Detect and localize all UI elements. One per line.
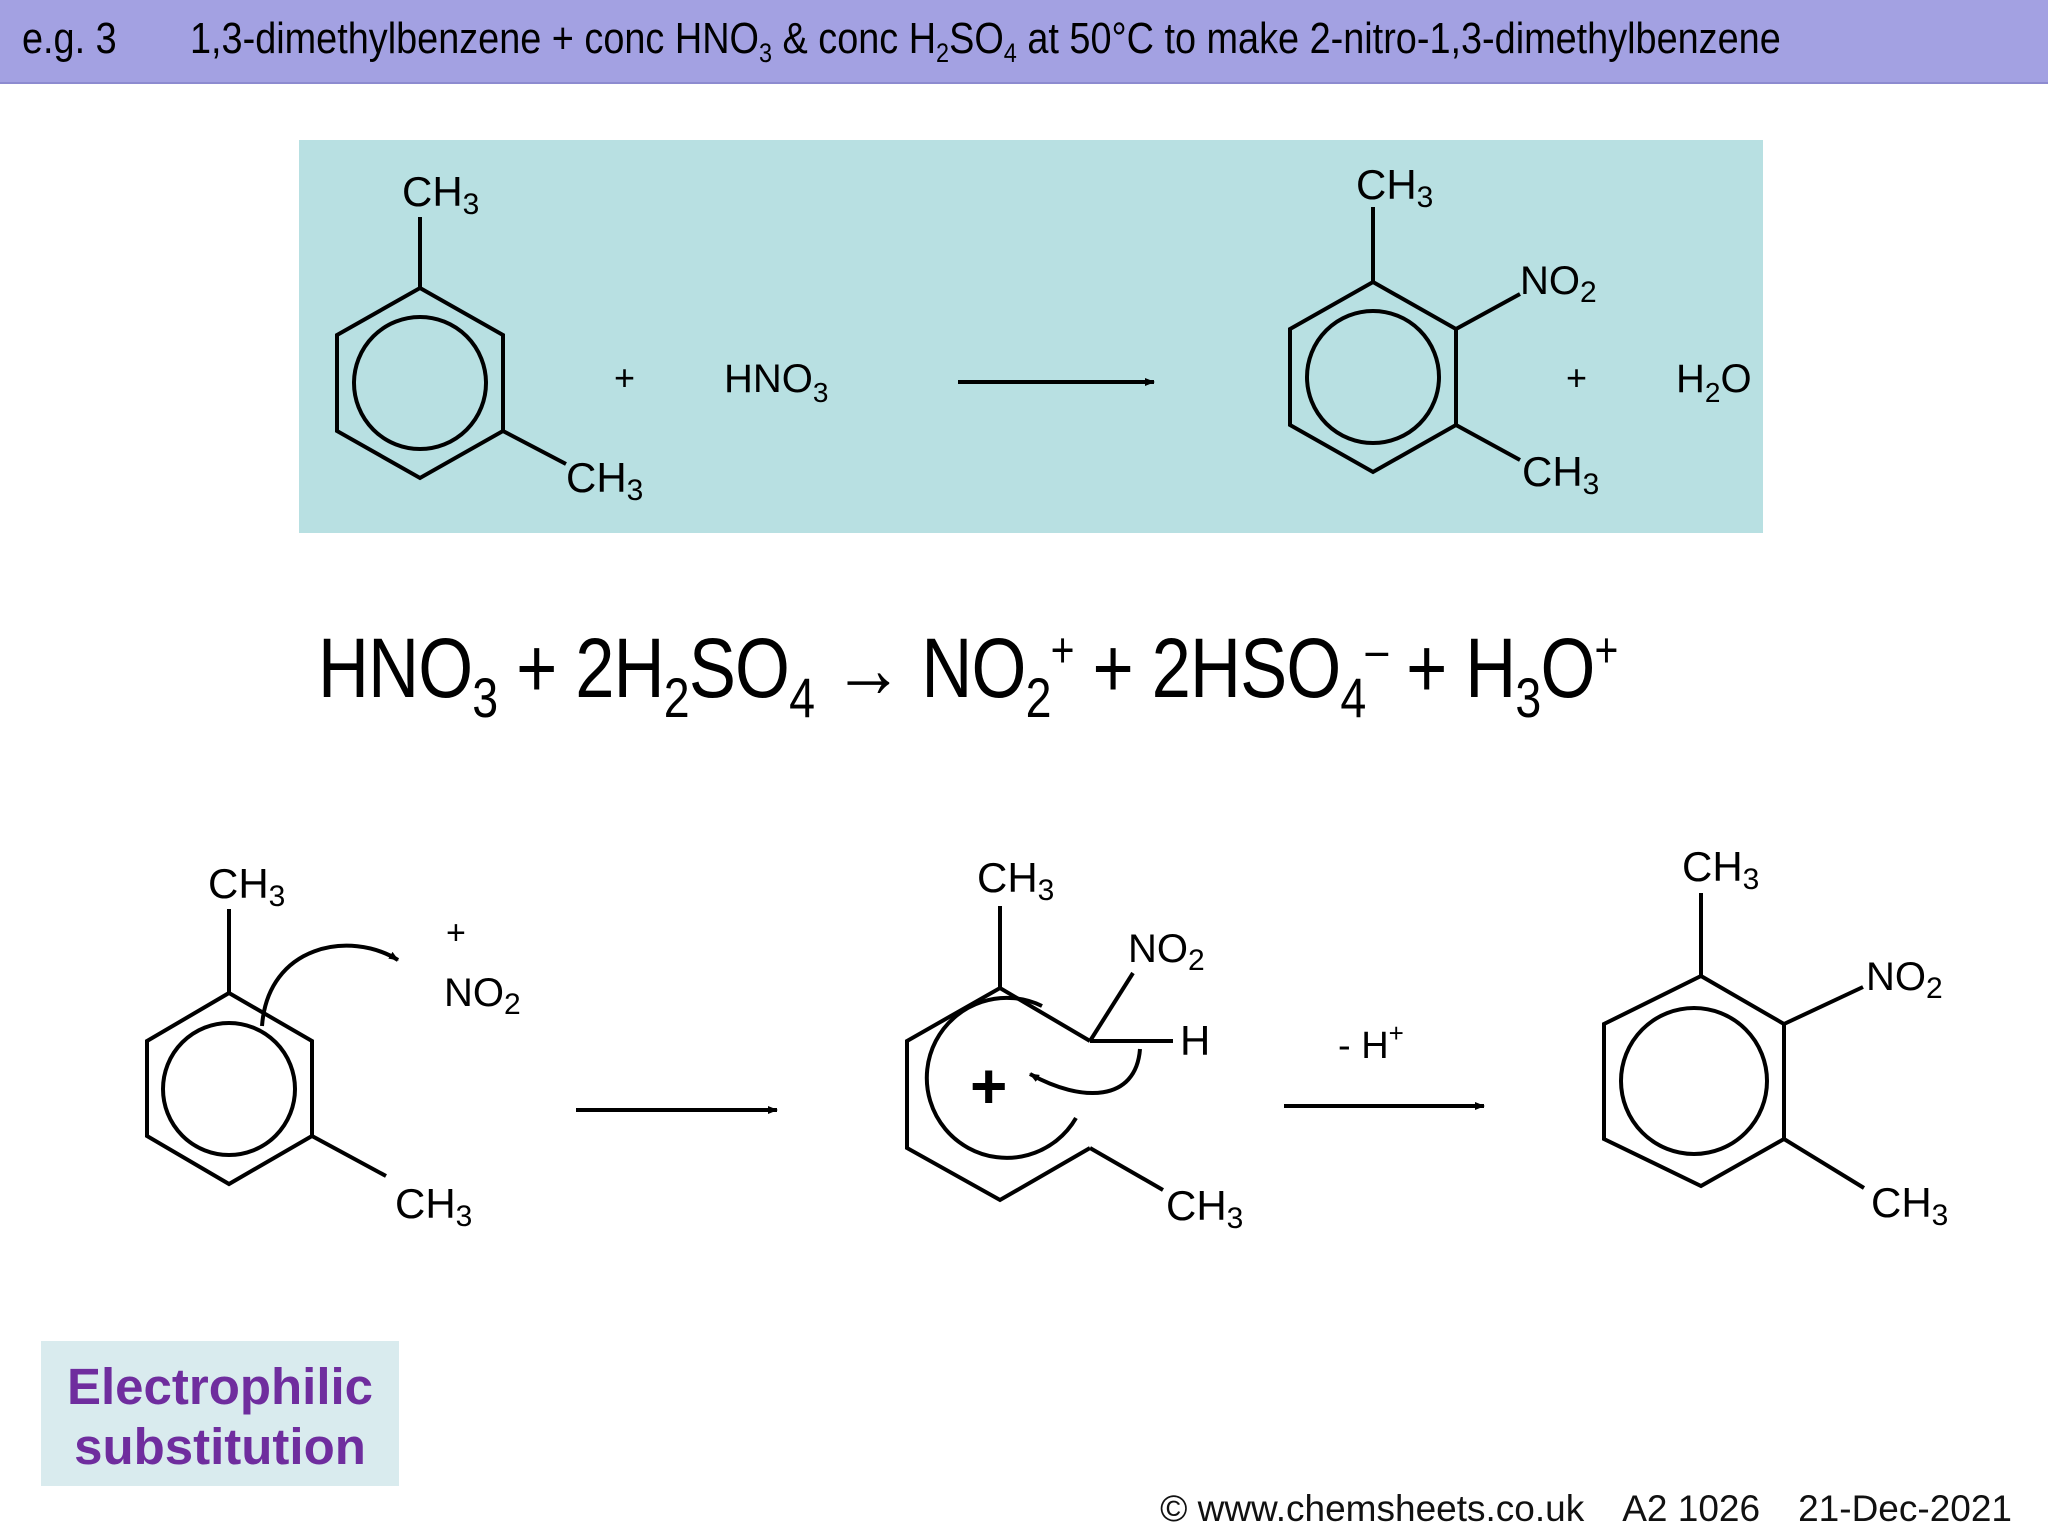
nitro-bond bbox=[1088, 971, 1135, 1043]
nitronium-ion-label: NO2 bbox=[444, 971, 521, 1021]
date-text: 21-Dec-2021 bbox=[1798, 1488, 2012, 1529]
mechanism-product bbox=[1602, 893, 1866, 1190]
proton-loss-label: - H+ bbox=[1338, 1018, 1404, 1067]
mechanism-type-line2: substitution bbox=[74, 1418, 366, 1475]
nitro-bond bbox=[1455, 292, 1521, 331]
carbocation-charge: + bbox=[970, 1050, 1007, 1122]
methyl-label: CH3 bbox=[395, 1180, 472, 1233]
example-label: e.g. 3 bbox=[22, 14, 117, 63]
benzene-ring bbox=[145, 990, 314, 1187]
methyl-label: CH3 bbox=[1166, 1182, 1243, 1235]
plus-sign: + bbox=[1566, 357, 1587, 398]
methyl-bond bbox=[1782, 1137, 1866, 1190]
delocalised-ring bbox=[1305, 309, 1441, 445]
hydrogen-label: H bbox=[1180, 1017, 1210, 1064]
delocalised-ring bbox=[352, 315, 488, 451]
methyl-label: CH3 bbox=[1522, 448, 1599, 501]
methyl-bond bbox=[1089, 1146, 1164, 1192]
nitro-label: NO2 bbox=[1866, 955, 1943, 1005]
methyl-label: CH3 bbox=[1682, 843, 1759, 896]
header-bar: e.g. 3 1,3-dimethylbenzene + conc HNO3 &… bbox=[0, 0, 2048, 84]
nitro-label: NO2 bbox=[1520, 259, 1597, 309]
nitro-bond bbox=[1783, 985, 1864, 1026]
methyl-label: CH3 bbox=[1871, 1179, 1948, 1232]
delocalised-ring bbox=[161, 1021, 297, 1157]
footer: © www.chemsheets.co.uk A2 1026 21-Dec-2021 bbox=[1160, 1488, 2012, 1530]
methyl-bond bbox=[311, 1134, 387, 1178]
water-label: H2O bbox=[1676, 357, 1752, 408]
delocalised-ring bbox=[1619, 1006, 1769, 1156]
methyl-bond bbox=[502, 429, 567, 466]
methyl-label: CH3 bbox=[208, 860, 285, 913]
nitric-acid-label: HNO3 bbox=[724, 357, 828, 408]
mechanism-reactant bbox=[145, 909, 400, 1187]
electrophile-charge: + bbox=[446, 914, 466, 952]
page-title: 1,3-dimethylbenzene + conc HNO3 & conc H… bbox=[190, 14, 1781, 68]
reactant-dimethylbenzene bbox=[335, 217, 567, 481]
copyright-text: © www.chemsheets.co.uk bbox=[1160, 1488, 1585, 1529]
overall-reaction-panel bbox=[299, 140, 1763, 533]
methyl-label: CH3 bbox=[1356, 161, 1433, 214]
methyl-label: CH3 bbox=[566, 454, 643, 507]
methyl-label: CH3 bbox=[977, 854, 1054, 907]
benzene-ring bbox=[1602, 973, 1786, 1189]
curly-arrow bbox=[260, 943, 400, 1027]
benzene-ring bbox=[335, 285, 505, 481]
curly-arrow bbox=[1029, 1048, 1142, 1095]
methyl-label: CH3 bbox=[402, 168, 479, 221]
arenium-intermediate bbox=[905, 906, 1173, 1203]
plus-sign: + bbox=[614, 357, 635, 398]
partial-delocalisation bbox=[924, 995, 1078, 1160]
mechanism-type-line1: Electrophilic bbox=[66, 1358, 374, 1415]
nitro-label: NO2 bbox=[1128, 927, 1205, 977]
nitronium-formation-equation: HNO3 + 2H2SO4 → NO2+ + 2HSO4– + H3O+ bbox=[318, 621, 1618, 729]
mechanism-type-label: Electrophilic substitution bbox=[41, 1341, 399, 1486]
sheet-code: A2 1026 bbox=[1622, 1488, 1761, 1529]
methyl-bond bbox=[1455, 423, 1521, 462]
product-nitro-dimethylbenzene bbox=[1288, 207, 1521, 475]
